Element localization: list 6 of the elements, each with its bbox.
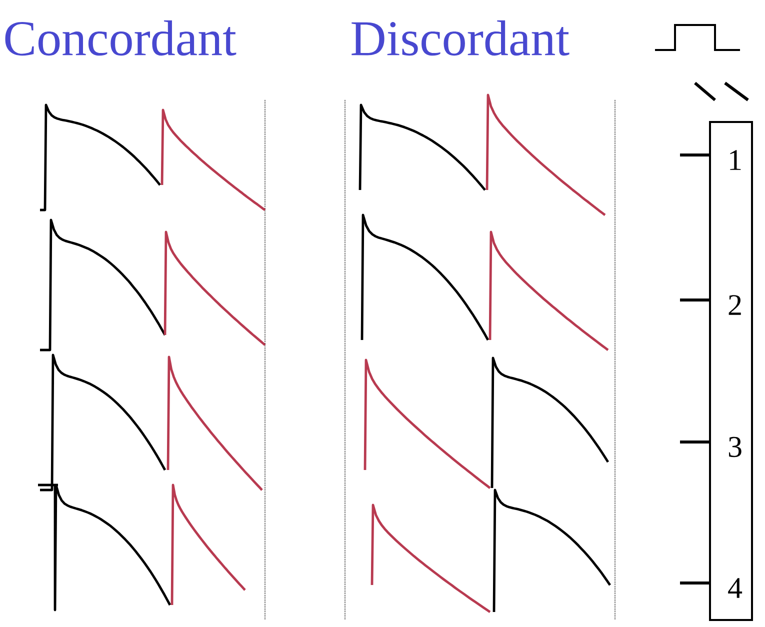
column-heading: Concordant (5, 20, 236, 56)
electrode-number: 4 (728, 578, 742, 598)
electrode-number: 1 (730, 150, 741, 170)
electrode-number: 3 (728, 436, 742, 458)
electrode-number: 2 (728, 295, 741, 315)
column-heading: Discordant (352, 20, 570, 56)
